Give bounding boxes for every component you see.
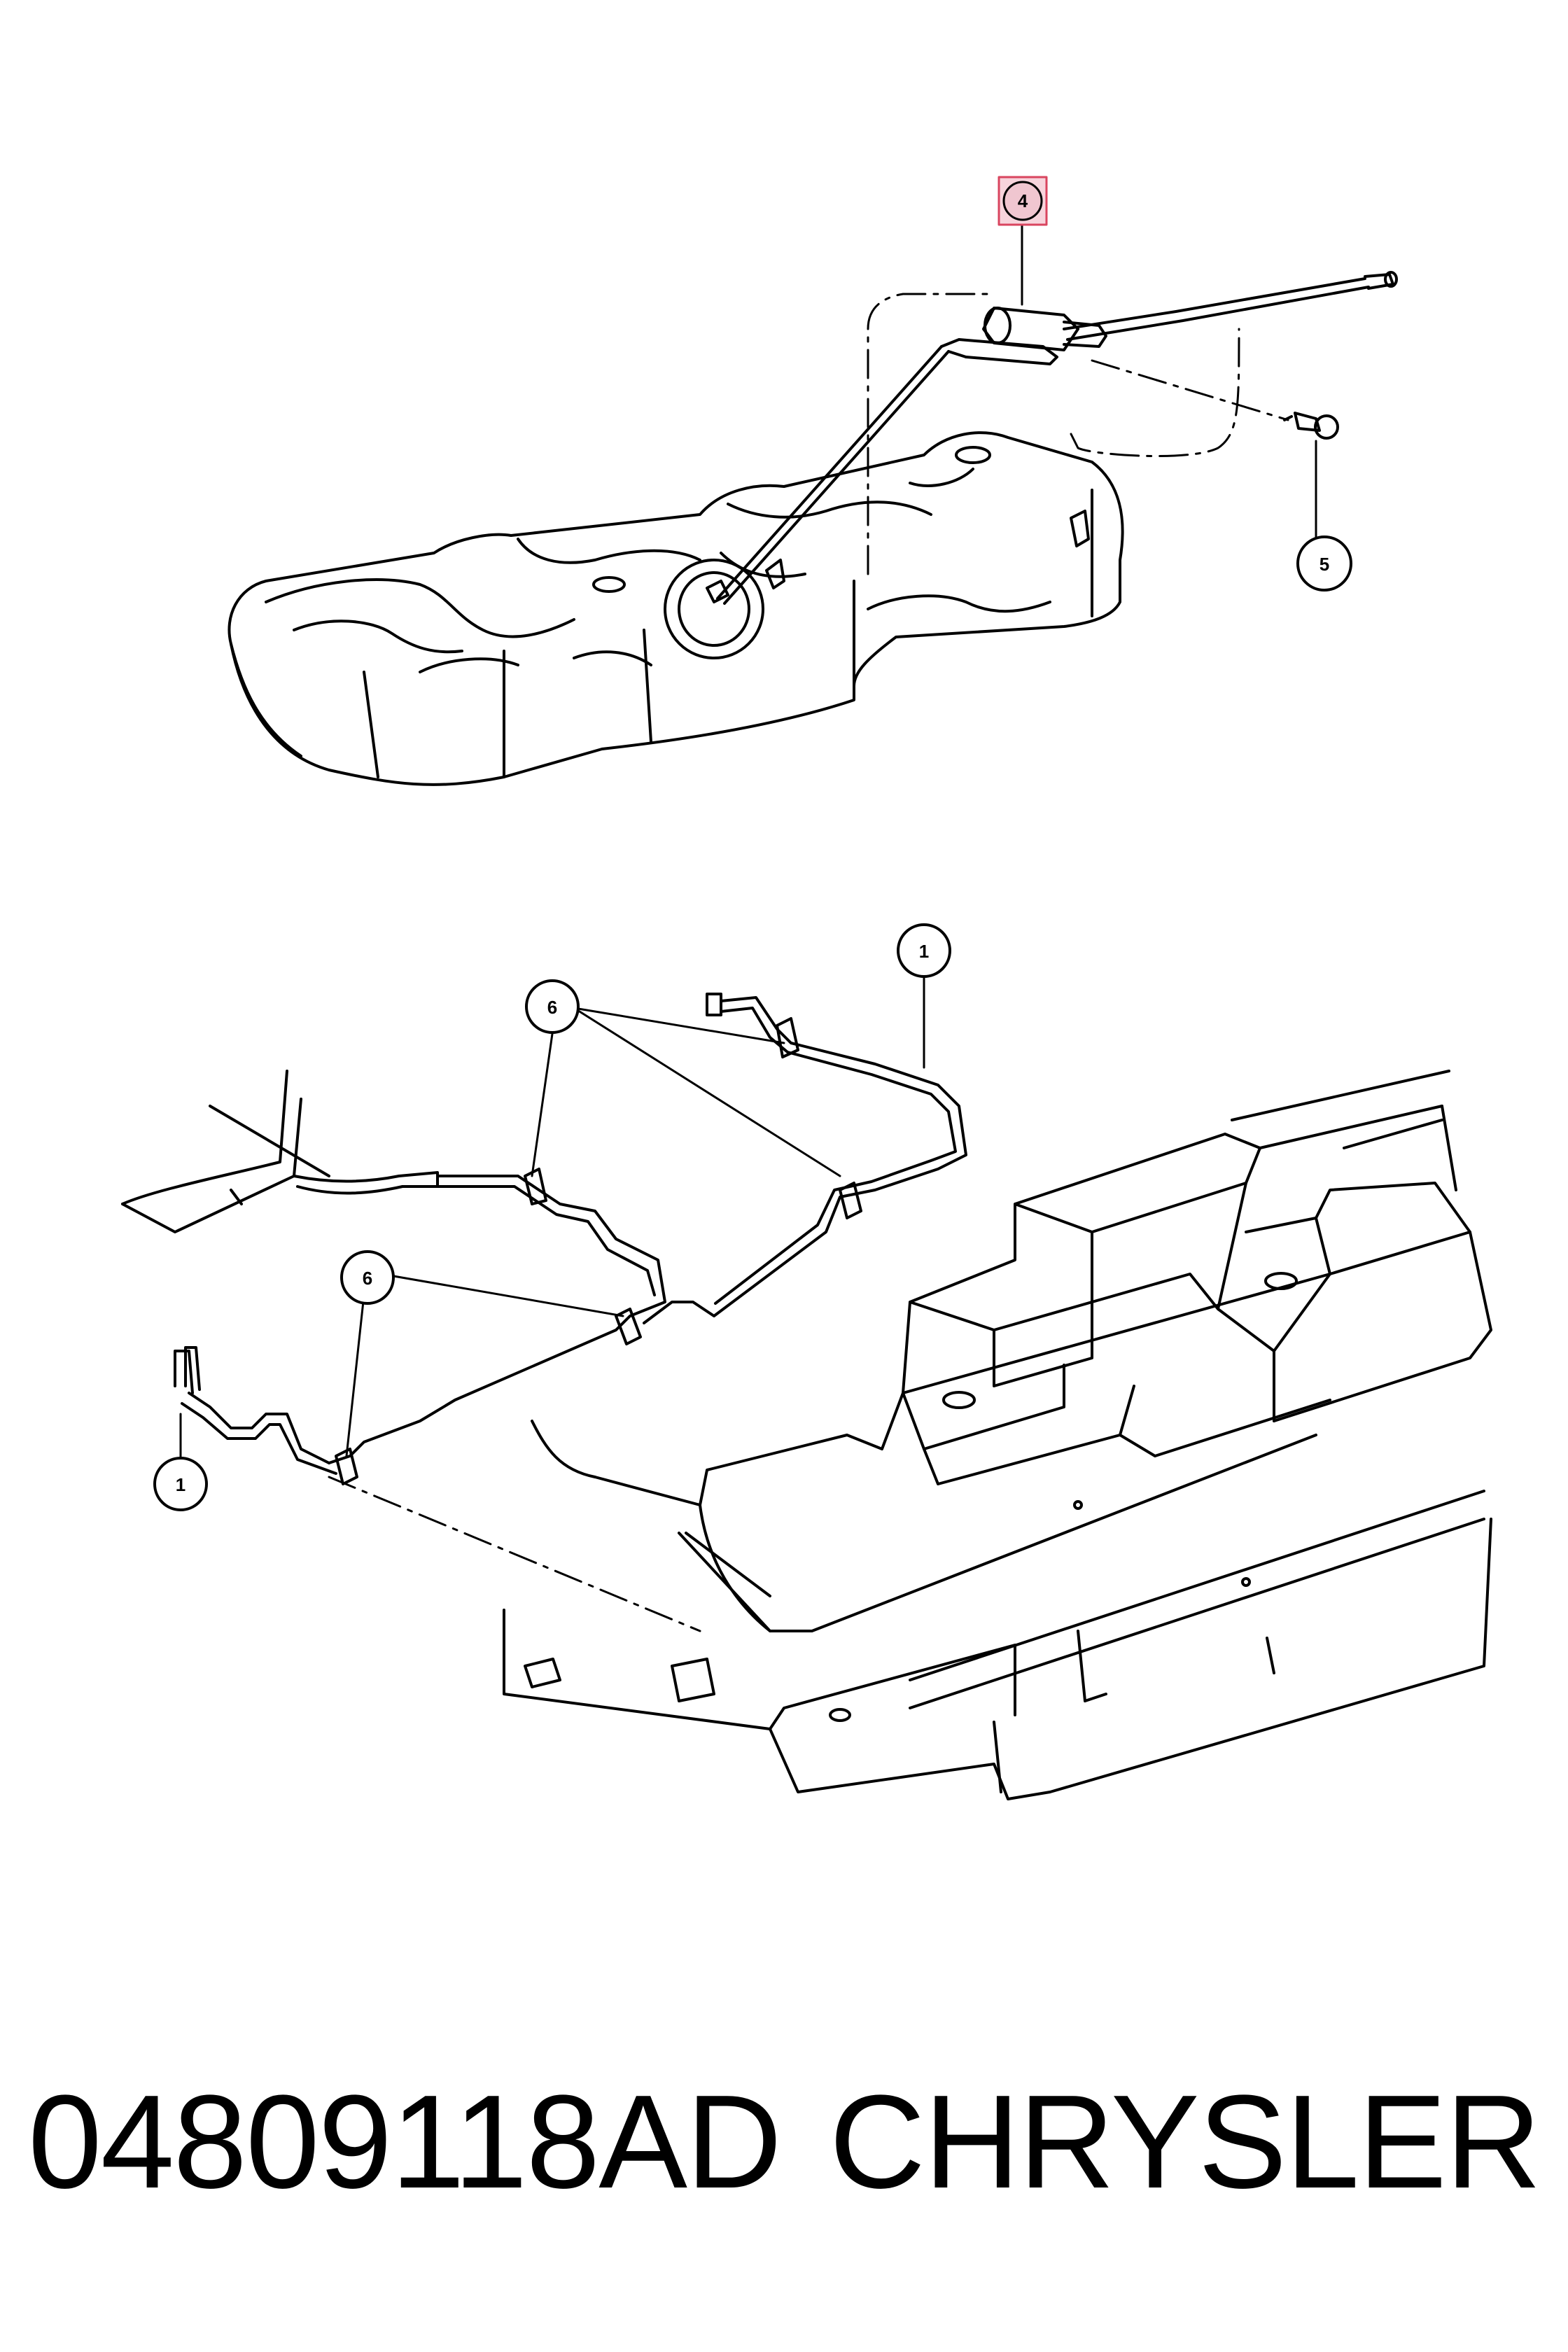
footer-caption: 04809118AD CHRYSLER — [28, 2051, 1541, 2233]
callout-1-right[interactable]: 1 — [897, 923, 951, 978]
frame-drawing — [121, 1070, 1492, 1800]
callout-5-label: 5 — [1320, 554, 1329, 575]
callout-4-label: 4 — [1018, 190, 1028, 211]
callout-6-upper[interactable]: 6 — [525, 979, 580, 1034]
callout-5[interactable]: 5 — [1296, 536, 1352, 592]
parts-diagram: 4 5 — [121, 176, 1492, 1800]
frame-fuel-lines — [174, 993, 967, 1632]
callout-6-upper-label: 6 — [547, 997, 557, 1018]
bolt-drawing — [1091, 359, 1339, 540]
brand-name: CHRYSLER — [829, 2068, 1541, 2216]
callout-6-lower[interactable]: 6 — [340, 1250, 395, 1305]
callout-1-right-label: 1 — [919, 941, 929, 962]
fuel-tank-drawing — [227, 431, 1124, 786]
callout-1-left[interactable]: 1 — [153, 1457, 208, 1511]
tank-phantom-outline — [867, 293, 1240, 575]
callout-4[interactable]: 4 — [997, 176, 1048, 226]
part-number: 04809118AD — [28, 2068, 782, 2216]
callout-1-left-label: 1 — [176, 1474, 186, 1495]
fuel-line-tank — [716, 223, 1398, 605]
callout-6-lower-label: 6 — [363, 1268, 372, 1289]
